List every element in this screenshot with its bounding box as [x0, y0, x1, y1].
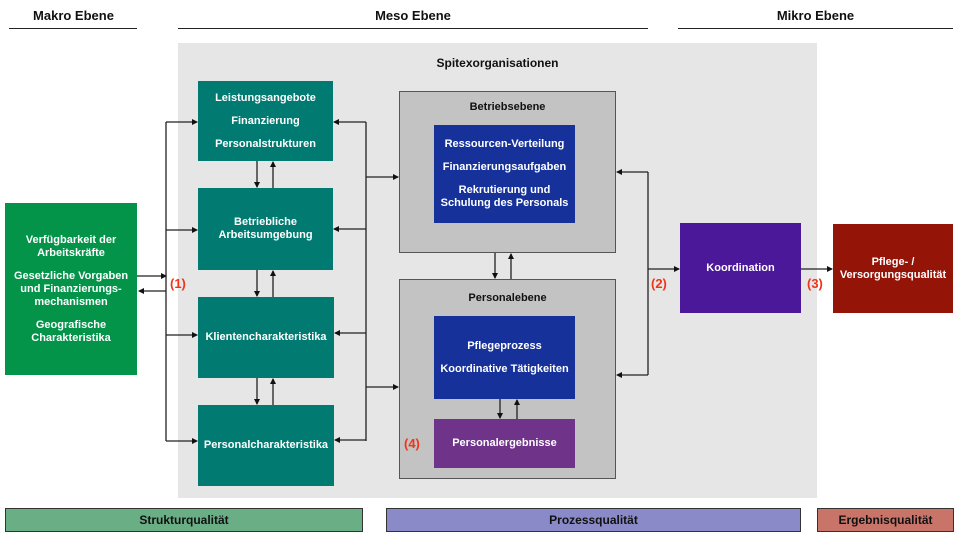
- structure-box-leistungsangebote: Leistungsangebote Finanzierung Personals…: [198, 81, 333, 161]
- structure-box-personalcharakteristika: Personalcharakteristika: [198, 405, 334, 486]
- makro-line: und Finanzierungs-: [20, 282, 122, 295]
- betrieb-line: Finanzierungsaufgaben: [442, 161, 567, 173]
- meso-level-title: Meso Ebene: [375, 8, 451, 23]
- band-strukturqualitaet: Strukturqualität: [5, 508, 363, 532]
- outcome-line: Pflege- /: [871, 255, 915, 268]
- mikro-level-title: Mikro Ebene: [776, 8, 855, 23]
- makro-factors-box: Verfügbarkeit der Arbeitskräfte Gesetzli…: [5, 203, 137, 375]
- personalebene-title: Personalebene: [468, 292, 547, 304]
- koordination-box: Koordination: [680, 223, 801, 313]
- makro-line: Geografische: [35, 318, 107, 331]
- personalergebnisse-label: Personalergebnisse: [452, 437, 557, 449]
- makro-level-rule: [9, 28, 137, 29]
- band-prozessqualitaet: Prozessqualität: [386, 508, 801, 532]
- structure-box-arbeitsumgebung: Betriebliche Arbeitsumgebung: [198, 188, 333, 270]
- structure-line: Betriebliche: [234, 216, 297, 228]
- band-ergebnisqualitaet: Ergebnisqualität: [817, 508, 954, 532]
- makro-line: mechanismen: [34, 295, 108, 308]
- betrieb-line: Schulung des Personals: [440, 197, 569, 209]
- structure-box-klientencharakteristika: Klientencharakteristika: [198, 297, 334, 378]
- personalergebnisse-box: Personalergebnisse: [434, 419, 575, 468]
- mikro-level-rule: [678, 28, 953, 29]
- betrieb-line: Ressourcen-Verteilung: [444, 138, 565, 150]
- marker-3: (3): [807, 276, 823, 291]
- makro-level-title: Makro Ebene: [33, 8, 114, 23]
- structure-line: Klientencharakteristika: [205, 331, 327, 343]
- marker-4: (4): [404, 436, 420, 451]
- betriebsebene-title: Betriebsebene: [469, 101, 546, 113]
- makro-line: Verfügbarkeit der: [25, 233, 117, 246]
- personal-line: Pflegeprozess: [467, 339, 542, 352]
- structure-line: Leistungsangebote: [215, 91, 316, 104]
- makro-line: Arbeitskräfte: [37, 246, 105, 259]
- marker-1: (1): [170, 276, 186, 291]
- structure-line: Arbeitsumgebung: [218, 229, 313, 241]
- betrieb-line: Rekrutierung und: [458, 184, 551, 196]
- makro-line: Charakteristika: [31, 331, 111, 344]
- koordination-label: Koordination: [706, 261, 775, 274]
- pflegeprozess-box: Pflegeprozess Koordinative Tätigkeiten: [434, 316, 575, 399]
- outcome-line: Versorgungsqualität: [839, 268, 947, 281]
- spitex-container-title: Spitexorganisationen: [436, 56, 559, 70]
- structure-line: Personalcharakteristika: [203, 439, 329, 451]
- makro-line: Gesetzliche Vorgaben: [13, 269, 129, 282]
- meso-level-rule: [178, 28, 648, 29]
- personal-line: Koordinative Tätigkeiten: [440, 362, 569, 375]
- pflegequalitaet-box: Pflege- / Versorgungsqualität: [833, 224, 953, 313]
- structure-line: Finanzierung: [231, 114, 300, 127]
- structure-line: Personalstrukturen: [215, 137, 316, 150]
- marker-2: (2): [651, 276, 667, 291]
- betriebsebene-tasks-box: Ressourcen-Verteilung Finanzierungsaufga…: [434, 125, 575, 223]
